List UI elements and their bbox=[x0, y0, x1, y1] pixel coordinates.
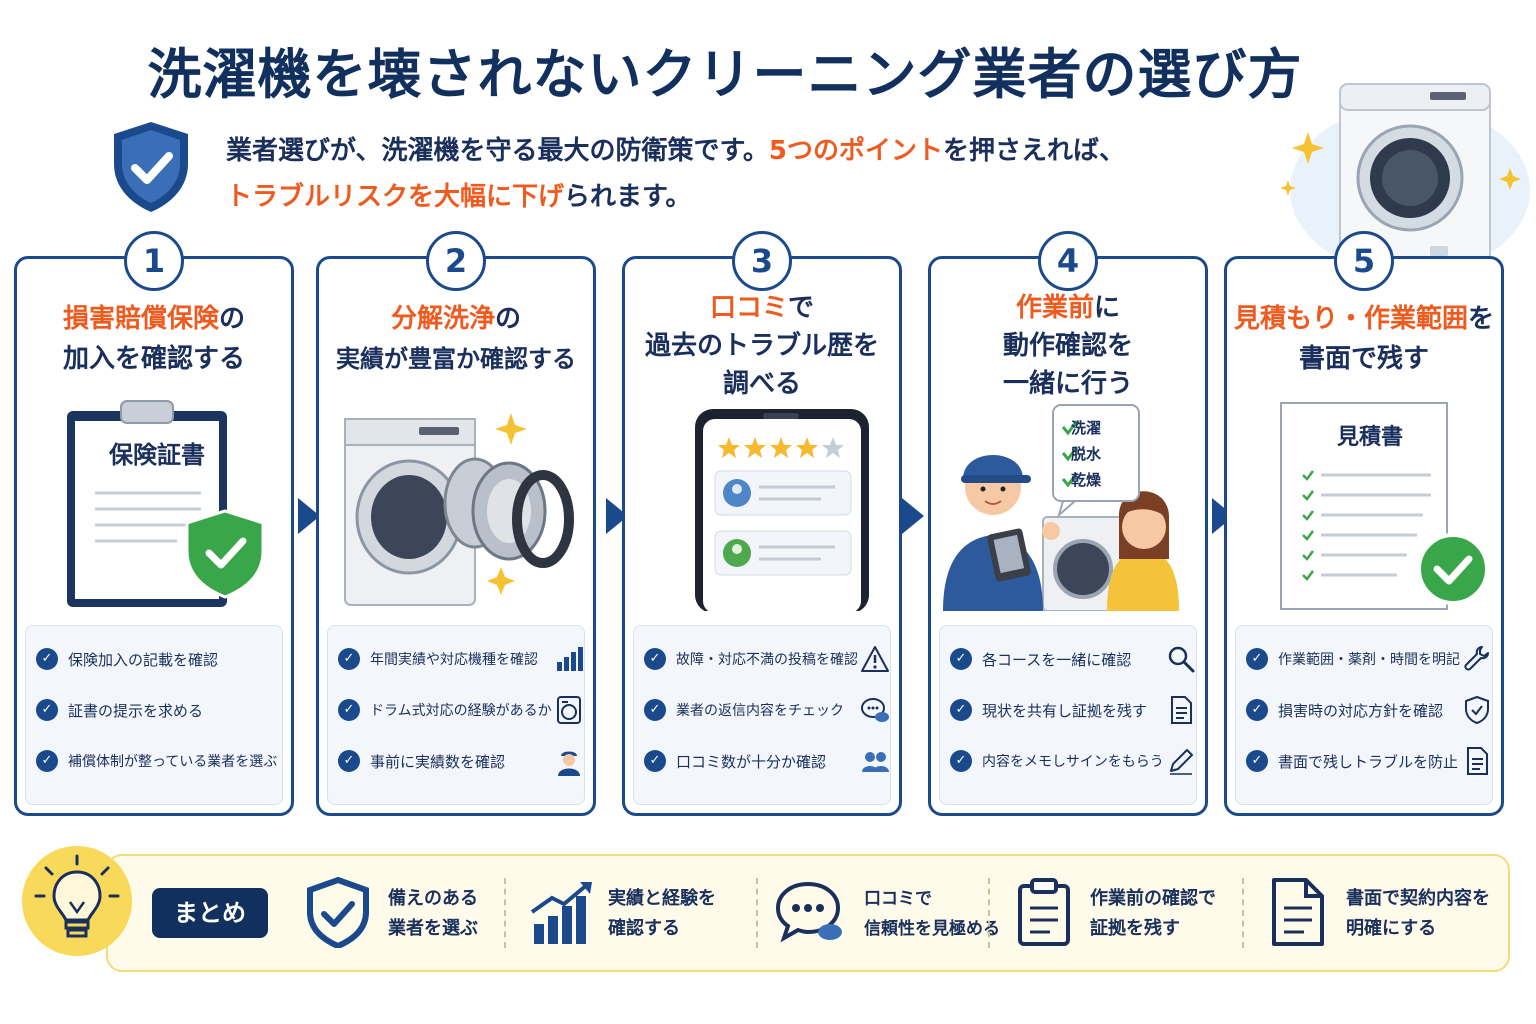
summary-divider bbox=[504, 878, 506, 948]
pen-icon bbox=[1170, 749, 1193, 775]
summary-item-4: 作業前の確認で証拠を残す bbox=[1004, 868, 1234, 958]
users-icon bbox=[862, 752, 889, 772]
checklist: ✓各コースを一緒に確認 ✓現状を共有し証拠を残す ✓内容をメモしサインをもらう bbox=[939, 625, 1197, 805]
summary-item-3: 口コミで信頼性を見極める bbox=[770, 868, 1000, 958]
list-item: ✓事前に実績数を確認 bbox=[338, 746, 584, 776]
list-item: ✓業者の返信内容をチェック bbox=[644, 695, 890, 725]
list-item: ✓ドラム式対応の経験があるか bbox=[338, 695, 584, 725]
search-icon bbox=[1168, 646, 1195, 673]
bubble-item: 洗濯 bbox=[1071, 419, 1102, 437]
list-item: ✓口コミ数が十分か確認 bbox=[644, 746, 890, 776]
insurance-certificate-illustration bbox=[67, 400, 265, 607]
card-heading: 損害賠償保険の 加入を確認する bbox=[62, 304, 246, 374]
shield-check-icon bbox=[114, 122, 188, 212]
page-title: 洗濯機を壊されないクリーニング業者の選び方 bbox=[147, 43, 1303, 106]
check-icon: ✓ bbox=[950, 699, 972, 721]
washer-icon bbox=[557, 696, 581, 724]
worker-icon bbox=[558, 751, 580, 776]
disassembled-washer-illustration bbox=[344, 413, 574, 606]
check-icon: ✓ bbox=[338, 699, 360, 721]
point-card-4: 4 作業前に 動作確認を 一緒に行う 洗濯 脱水 乾燥 ✓各コースを一緒に確認 bbox=[928, 231, 1208, 816]
check-icon: ✓ bbox=[1246, 750, 1268, 772]
summary-label: まとめ bbox=[152, 888, 268, 938]
list-item: ✓現状を共有し証拠を残す bbox=[950, 695, 1196, 725]
list-item: ✓内容をメモしサインをもらう bbox=[950, 746, 1196, 776]
document-icon bbox=[1272, 878, 1324, 946]
summary-divider bbox=[1242, 878, 1244, 948]
check-icon: ✓ bbox=[950, 750, 972, 772]
card-heading: 分解洗浄の 実績が豊富か確認する bbox=[336, 304, 576, 373]
check-icon: ✓ bbox=[950, 648, 972, 670]
check-icon: ✓ bbox=[644, 750, 666, 772]
check-icon: ✓ bbox=[338, 750, 360, 772]
growth-chart-icon bbox=[530, 882, 592, 944]
lightbulb-icon bbox=[22, 846, 132, 956]
wrench-icon bbox=[1464, 646, 1489, 671]
summary-item-5: 書面で契約内容を明確にする bbox=[1262, 868, 1502, 958]
estimate-label: 見積書 bbox=[1336, 425, 1403, 450]
list-item: ✓損害時の対応方針を確認 bbox=[1246, 695, 1492, 725]
warning-icon bbox=[861, 646, 889, 672]
washing-machine-illustration bbox=[1280, 83, 1530, 270]
bubble-item: 脱水 bbox=[1071, 445, 1102, 463]
step-number: 2 bbox=[426, 231, 486, 291]
point-card-5: 5 見積もり・作業範囲を 書面で残す 見積書 ✓作業範囲・薬剤・時間を明記 ✓損… bbox=[1224, 231, 1504, 816]
chat-icon bbox=[861, 698, 889, 722]
summary-item-1: 備えのある業者を選ぶ bbox=[296, 868, 496, 958]
step-number: 3 bbox=[732, 231, 792, 291]
arrow-right-icon bbox=[298, 498, 320, 534]
check-icon: ✓ bbox=[1246, 699, 1268, 721]
point-card-2: 2 分解洗浄の 実績が豊富か確認する ✓年間実績や対応機種を確認 ✓ドラム式対応… bbox=[316, 231, 596, 816]
step-number: 4 bbox=[1038, 231, 1098, 291]
shield-icon bbox=[1465, 695, 1489, 725]
check-icon: ✓ bbox=[36, 699, 58, 721]
bar-chart-icon bbox=[557, 647, 583, 671]
card-heading: 作業前に 動作確認を 一緒に行う bbox=[1002, 293, 1133, 399]
shield-check-icon bbox=[307, 876, 369, 948]
check-icon: ✓ bbox=[36, 648, 58, 670]
check-icon: ✓ bbox=[338, 648, 360, 670]
list-item: ✓故障・対応不満の投稿を確認 bbox=[644, 644, 890, 674]
step-number: 5 bbox=[1334, 231, 1394, 291]
list-item: ✓作業範囲・薬剤・時間を明記 bbox=[1246, 644, 1492, 674]
estimate-document-illustration bbox=[1280, 402, 1487, 610]
step-number: 1 bbox=[124, 231, 184, 291]
list-item: ✓年間実績や対応機種を確認 bbox=[338, 644, 584, 674]
checklist: ✓故障・対応不満の投稿を確認 ✓業者の返信内容をチェック ✓口コミ数が十分か確認 bbox=[633, 625, 891, 805]
intro-text: 業者選びが、洗濯機を守る最大の防衛策です。5つのポイントを押さえれば、 トラブル… bbox=[226, 136, 1125, 212]
document-icon bbox=[1467, 747, 1488, 775]
check-icon: ✓ bbox=[644, 648, 666, 670]
checklist: ✓作業範囲・薬剤・時間を明記 ✓損害時の対応方針を確認 ✓書面で残しトラブルを防… bbox=[1235, 625, 1493, 805]
technician-customer-illustration bbox=[943, 404, 1179, 611]
checklist: ✓保険加入の記載を確認 ✓証書の提示を求める ✓補償体制が整っている業者を選ぶ bbox=[25, 625, 283, 805]
certificate-label: 保険証書 bbox=[109, 441, 205, 469]
list-item: ✓保険加入の記載を確認 bbox=[36, 644, 282, 674]
list-item: ✓書面で残しトラブルを防止 bbox=[1246, 746, 1492, 776]
bubble-item: 乾燥 bbox=[1071, 471, 1102, 489]
clipboard-icon bbox=[1018, 878, 1070, 946]
chat-bubble-icon bbox=[775, 881, 842, 943]
document-icon bbox=[1171, 696, 1192, 724]
check-icon: ✓ bbox=[1246, 648, 1268, 670]
card-heading: 口コミで 過去のトラブル歴を 調べる bbox=[644, 293, 879, 399]
check-bubble-list: 洗濯 脱水 乾燥 bbox=[1071, 415, 1141, 493]
summary-divider bbox=[988, 878, 990, 948]
smartphone-reviews-illustration bbox=[695, 409, 869, 611]
point-card-1: 1 損害賠償保険の 加入を確認する 保険証書 ✓保険加入の記載を確認 ✓証書の提… bbox=[14, 231, 294, 816]
summary-item-2: 実績と経験を確認する bbox=[524, 868, 754, 958]
list-item: ✓各コースを一緒に確認 bbox=[950, 644, 1196, 674]
card-heading: 見積もり・作業範囲を 書面で残す bbox=[1233, 304, 1495, 374]
list-item: ✓補償体制が整っている業者を選ぶ bbox=[36, 746, 282, 776]
list-item: ✓証書の提示を求める bbox=[36, 695, 282, 725]
check-icon: ✓ bbox=[644, 699, 666, 721]
check-icon: ✓ bbox=[36, 750, 58, 772]
checklist: ✓年間実績や対応機種を確認 ✓ドラム式対応の経験があるか ✓事前に実績数を確認 bbox=[327, 625, 585, 805]
point-card-3: 3 口コミで 過去のトラブル歴を 調べる ✓故障・対応不満の投稿を確認 ✓業者の… bbox=[622, 231, 902, 816]
arrow-right-icon bbox=[902, 498, 924, 534]
summary-divider bbox=[756, 878, 758, 948]
